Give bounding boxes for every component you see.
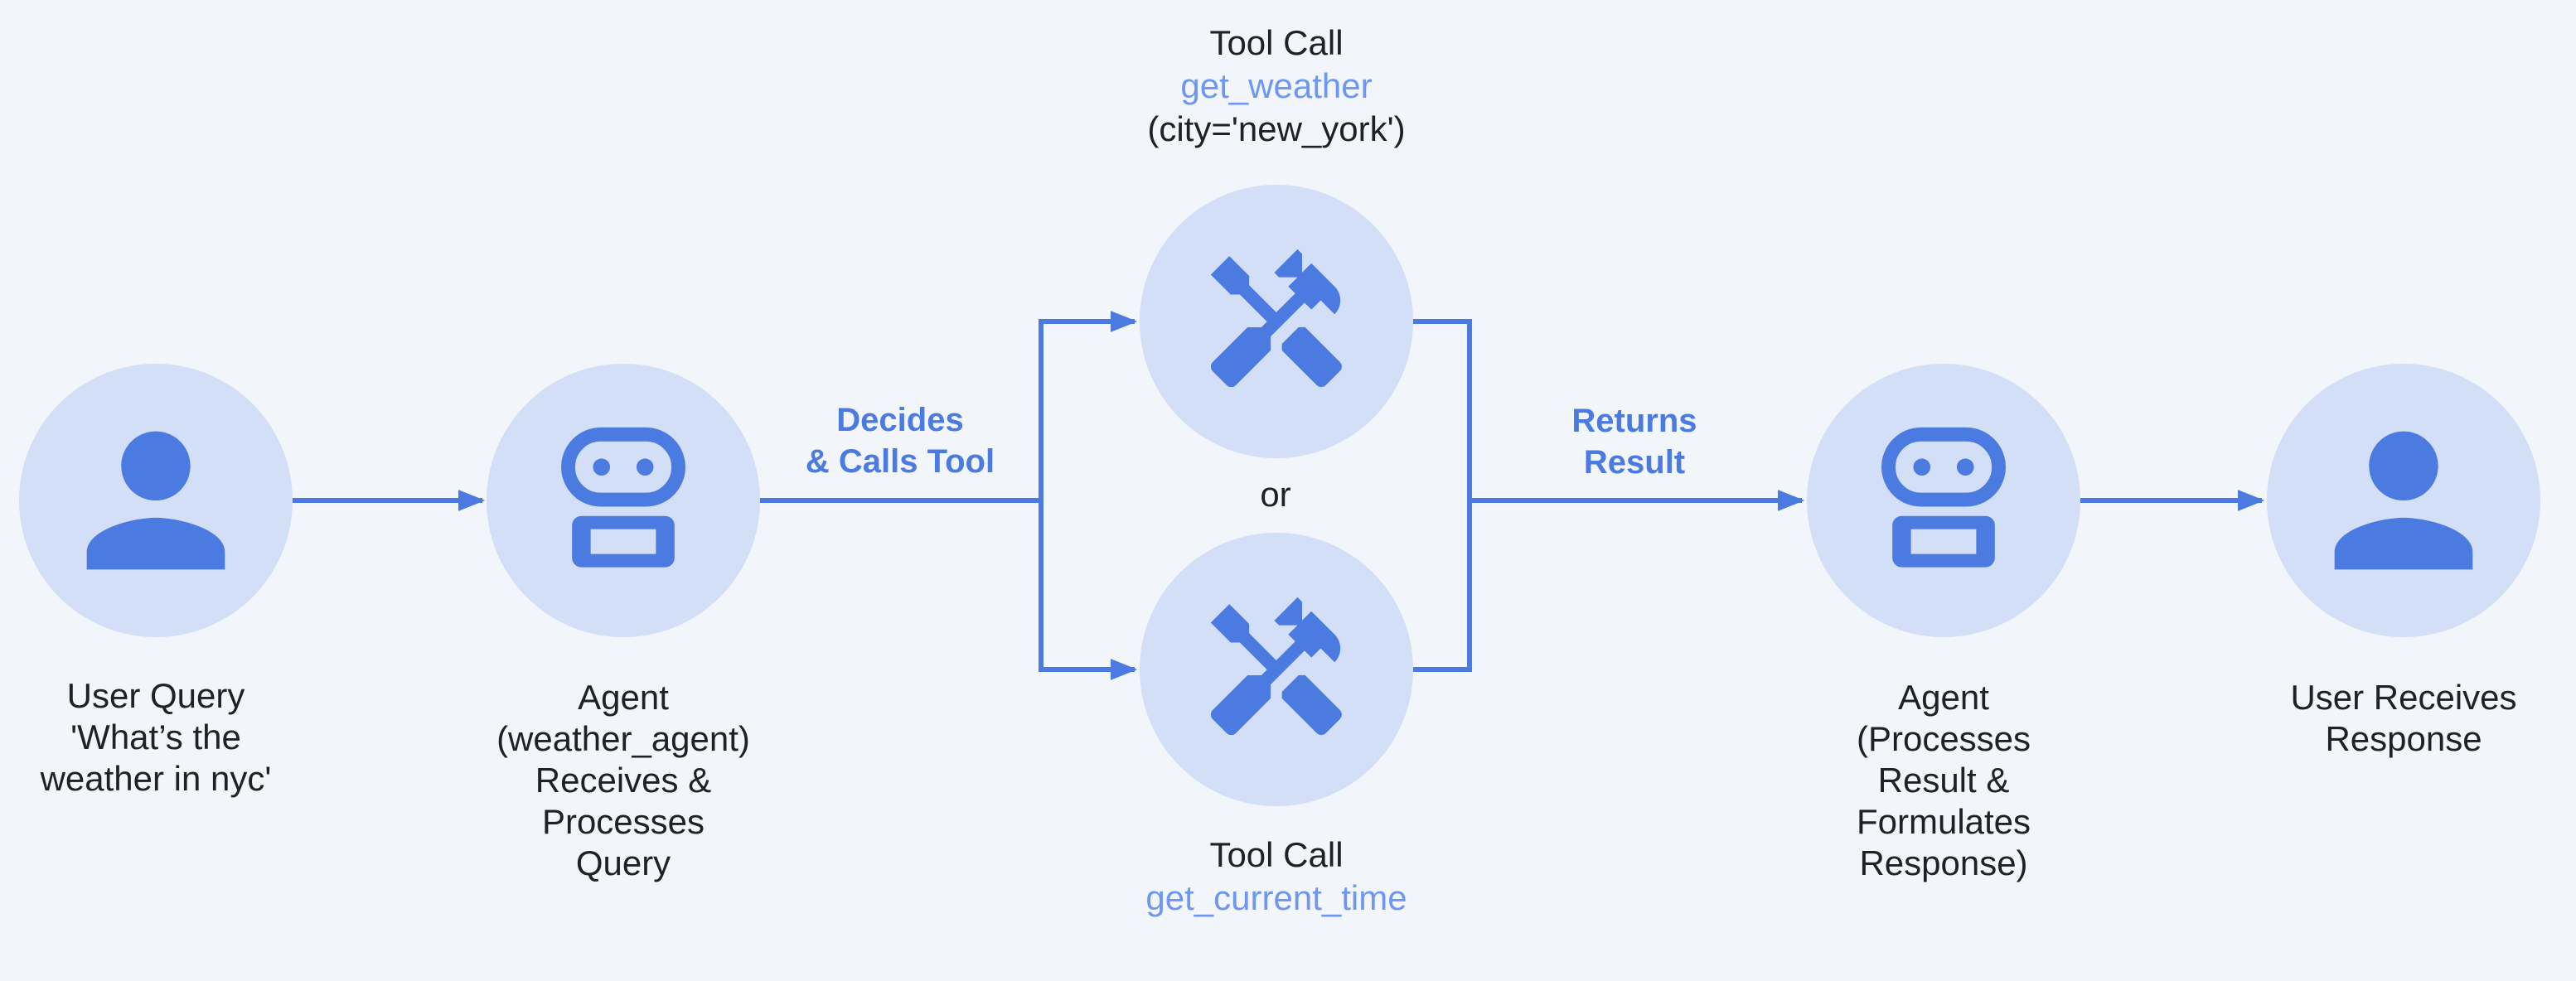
node-tool-get-current-time [1140, 533, 1413, 806]
robot-agent-icon [1881, 427, 2006, 568]
node-agent-receives [487, 364, 760, 637]
node-tool-get-weather [1140, 185, 1413, 458]
tool-call-title: Tool Call [1209, 23, 1344, 62]
tool-call-time-footer: Tool Call get_current_time [1069, 834, 1484, 920]
robot-agent-icon [561, 427, 685, 568]
node-user-receives [2267, 364, 2540, 637]
tool-call-weather-header: Tool Call get_weather (city='new_york') [1069, 22, 1484, 151]
agent-receives-label: Agent (weather_agent) Receives & Process… [496, 678, 750, 882]
node-agent-responds [1807, 364, 2080, 637]
person-icon [86, 431, 225, 570]
tool-call-function-name: get_weather [1180, 66, 1373, 105]
tool-call-function-name: get_current_time [1145, 878, 1407, 917]
user-receives-label: User Receives Response [2290, 678, 2517, 758]
tool-call-arguments: (city='new_york') [1147, 109, 1406, 148]
or-label: or [1260, 475, 1291, 514]
hammer-wrench-icon [1210, 249, 1342, 388]
person-icon [2334, 431, 2473, 570]
decides-calls-tool-label: Decides & Calls Tool [805, 402, 995, 480]
tool-call-title: Tool Call [1209, 835, 1344, 874]
hammer-wrench-icon [1210, 597, 1342, 736]
returns-result-label: Returns Result [1571, 403, 1697, 481]
user-query-label: User Query 'What’s the weather in nyc' [40, 676, 272, 798]
agent-responds-label: Agent (Processes Result & Formulates Res… [1856, 678, 2031, 882]
node-user-query [19, 364, 293, 637]
